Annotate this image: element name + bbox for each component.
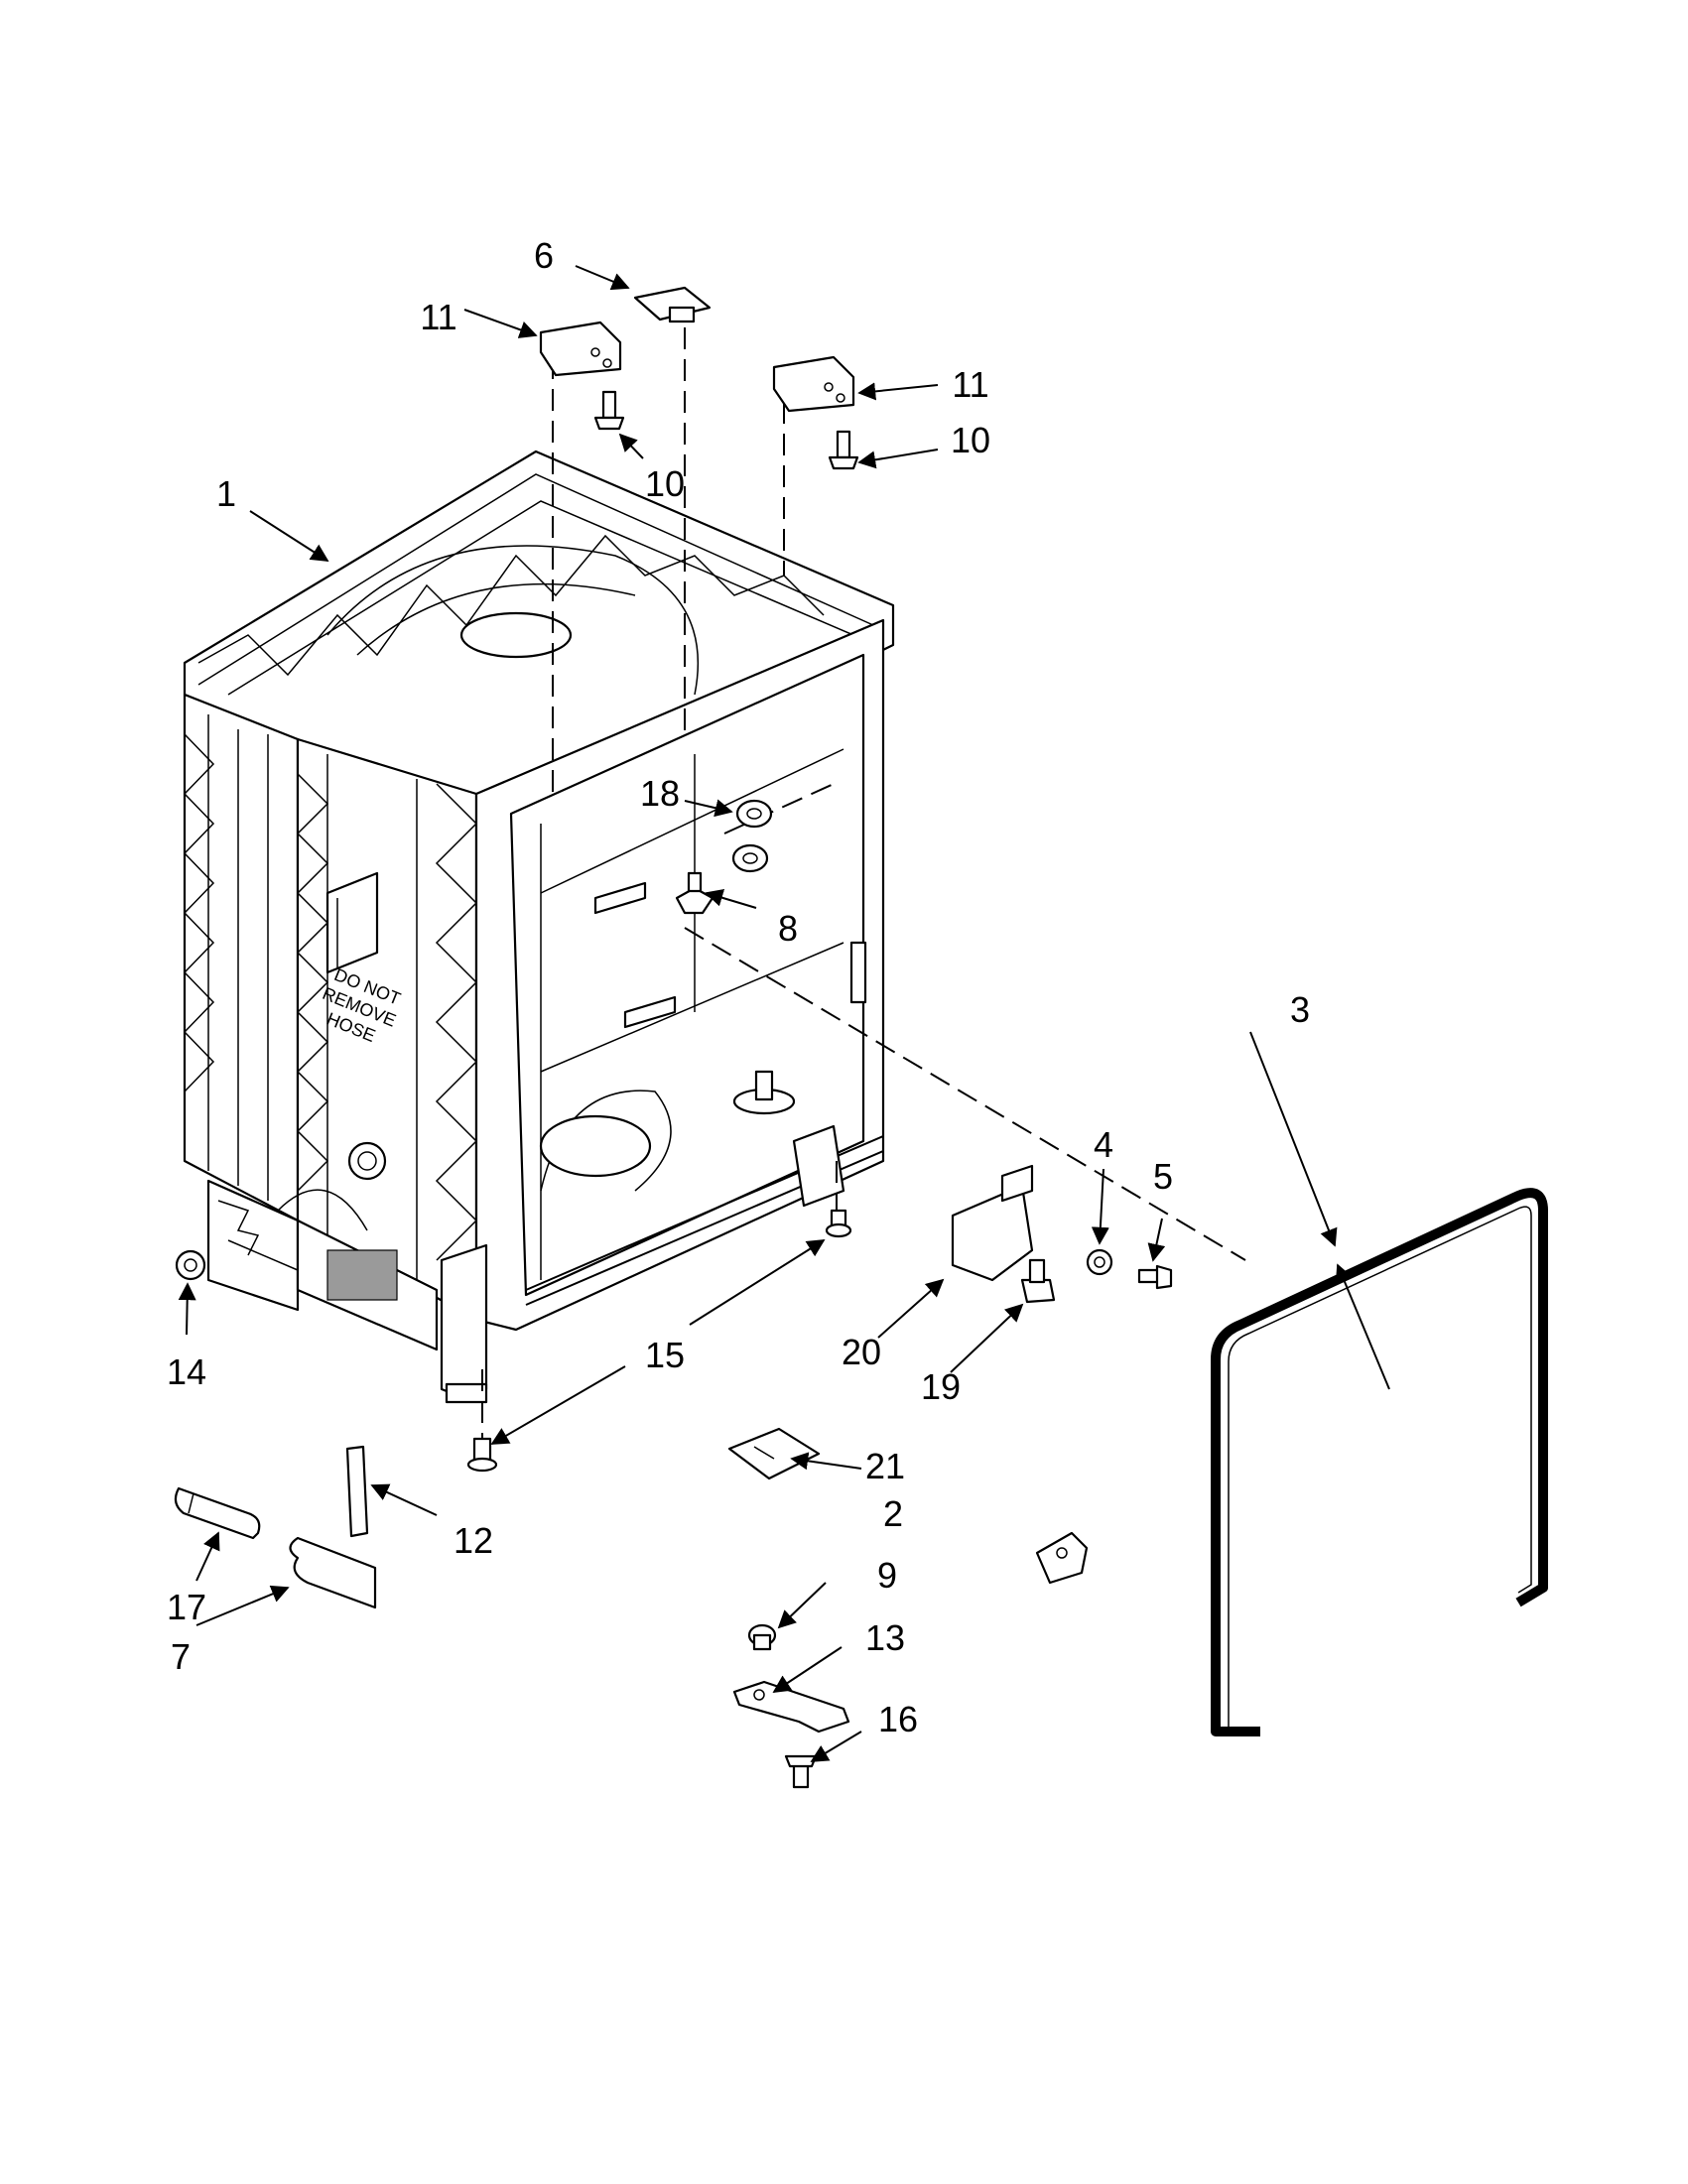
callout-18: 18: [640, 773, 680, 814]
part-7-cap: [289, 1536, 377, 1609]
callout-21: 21: [865, 1446, 905, 1486]
callout-12: 12: [454, 1520, 493, 1561]
part-4-washer: [1086, 1248, 1113, 1276]
callout-5: 5: [1153, 1156, 1173, 1197]
callout-7: 7: [171, 1636, 191, 1677]
part-11-left-bracket: [539, 321, 622, 377]
callout-20: 20: [842, 1332, 881, 1372]
callout-8: 8: [778, 908, 798, 949]
part-20-bracket: [951, 1164, 1034, 1282]
part-5-screw: [1137, 1264, 1173, 1290]
callout-14: 14: [167, 1351, 206, 1392]
part-14-wheel: [175, 1249, 206, 1281]
callout-9: 9: [877, 1555, 897, 1596]
callout-6: 6: [534, 235, 554, 276]
part-10-right-screw: [828, 430, 859, 470]
part-19-screw: [1020, 1258, 1056, 1304]
part-13-bracket: [732, 1680, 850, 1734]
part-17-spring: [174, 1486, 261, 1540]
callout-17: 17: [167, 1587, 206, 1627]
part-16-screw: [784, 1754, 818, 1789]
callout-15: 15: [645, 1335, 685, 1375]
callout-19: 19: [921, 1366, 961, 1407]
part-18-grommets: [731, 799, 773, 873]
part-11-right-bracket: [772, 355, 855, 413]
callout-3: 3: [1290, 989, 1310, 1030]
callout-13: 13: [865, 1617, 905, 1658]
part-12-strip: [345, 1445, 369, 1538]
part-2-latch: [1035, 1531, 1089, 1585]
tub-assembly: DO NOT REMOVE HOSE: [183, 450, 895, 1404]
part-8-screw: [675, 871, 714, 915]
part-6-top-clip: [633, 286, 712, 323]
callout-11-left: 11: [420, 297, 456, 337]
part-3-door-gasket: [1211, 1188, 1548, 1736]
callout-10-right: 10: [951, 420, 990, 460]
callout-16: 16: [878, 1699, 918, 1739]
callout-1: 1: [216, 473, 236, 514]
part-21-plate: [727, 1427, 821, 1480]
part-10-left-screw: [593, 390, 625, 431]
callout-2: 2: [883, 1493, 903, 1534]
part-15-leveling-legs: [466, 1209, 852, 1473]
callout-11-right: 11: [952, 364, 988, 405]
part-9-bumper: [747, 1623, 777, 1651]
callout-10-left: 10: [645, 463, 685, 504]
callout-4: 4: [1094, 1124, 1113, 1165]
